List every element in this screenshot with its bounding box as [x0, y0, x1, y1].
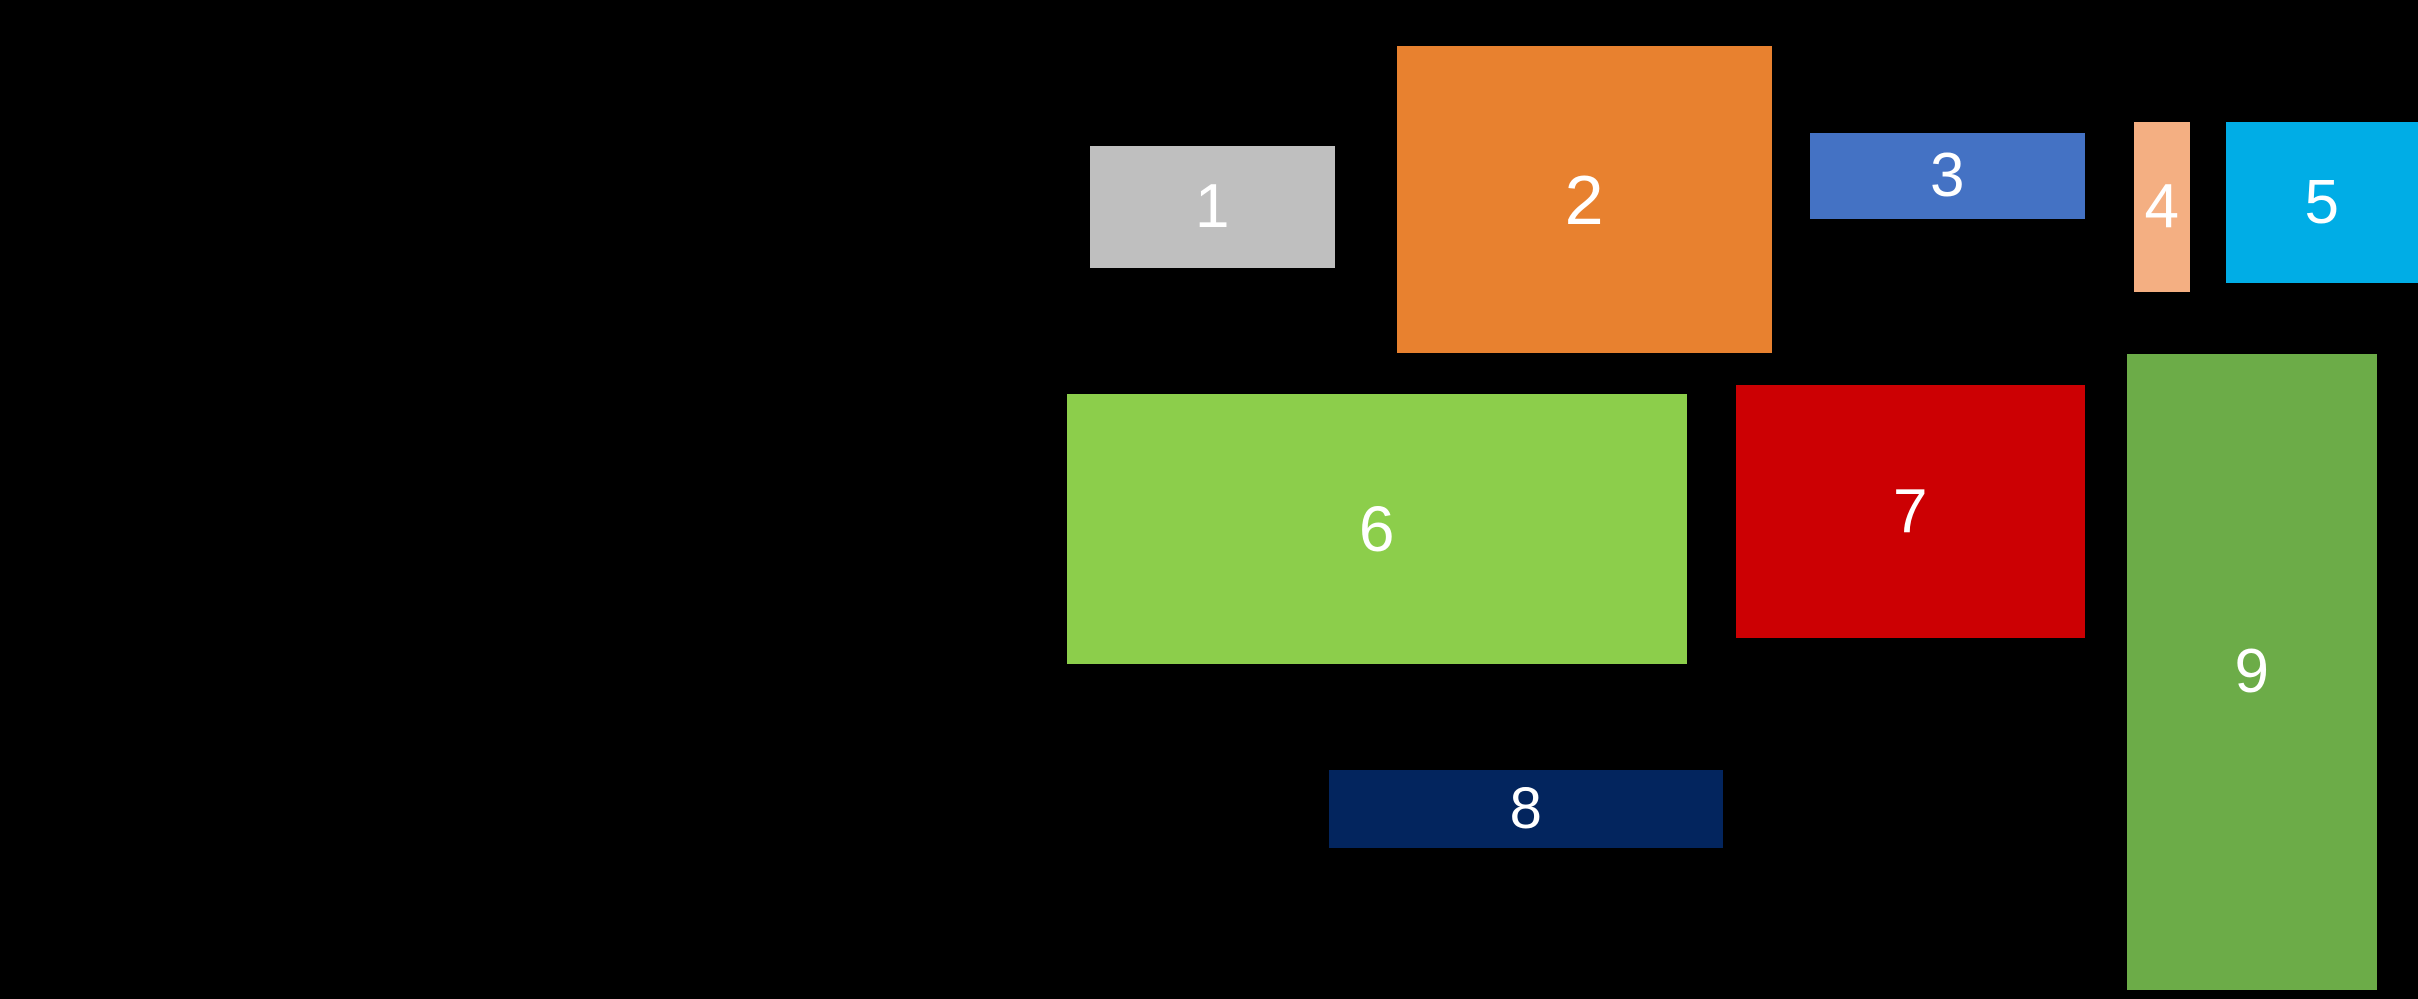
block-2[interactable]: 2: [1397, 46, 1772, 353]
block-6-label: 6: [1358, 493, 1396, 565]
block-2-label: 2: [1564, 160, 1605, 239]
block-3[interactable]: 3: [1810, 133, 2085, 219]
block-5-label: 5: [2304, 167, 2340, 237]
block-7-label: 7: [1892, 476, 1929, 546]
block-7[interactable]: 7: [1736, 385, 2085, 638]
block-5[interactable]: 5: [2226, 122, 2418, 283]
block-4[interactable]: 4: [2134, 122, 2190, 292]
block-1[interactable]: 1: [1090, 146, 1335, 268]
block-6[interactable]: 6: [1067, 394, 1687, 664]
block-8[interactable]: 8: [1329, 770, 1723, 848]
block-9-label: 9: [2234, 637, 2270, 706]
block-1-label: 1: [1194, 172, 1231, 241]
block-9[interactable]: 9: [2127, 354, 2377, 990]
block-3-label: 3: [1929, 141, 1966, 210]
block-4-label: 4: [2144, 172, 2180, 241]
block-8-label: 8: [1509, 776, 1543, 841]
